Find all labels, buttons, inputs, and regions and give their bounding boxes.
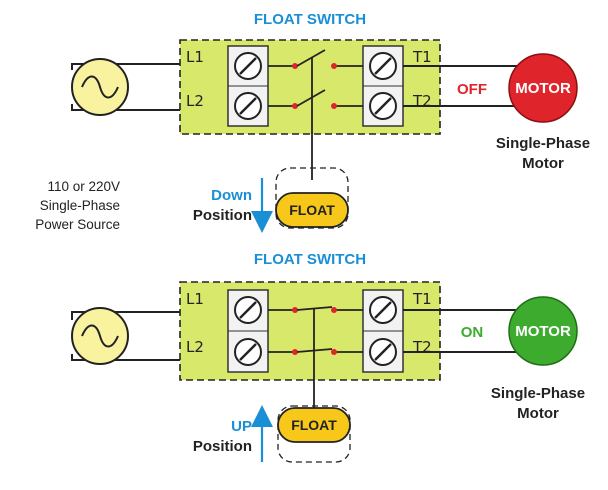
float-label: FLOAT	[289, 202, 335, 218]
float-icon: FLOAT	[275, 192, 349, 228]
state-label: ON	[461, 324, 484, 341]
source-line-1: 110 or 220V	[47, 179, 120, 194]
terminal-l1-label: L1	[186, 48, 204, 66]
contact-dot	[292, 349, 298, 355]
float-icon: FLOAT	[277, 407, 351, 443]
motor-desc-line-1: Single-Phase	[491, 385, 585, 402]
contact-dot	[292, 103, 298, 109]
terminal-l2-label: L2	[186, 92, 204, 110]
terminal-block-left	[227, 45, 269, 127]
motor-label: MOTOR	[515, 323, 571, 340]
float-travel-range	[277, 405, 351, 463]
source-wire-l2	[71, 354, 190, 361]
position-word: UP	[231, 418, 252, 435]
source-wire-l2	[71, 104, 190, 111]
source-line-3: Power Source	[35, 217, 120, 232]
motor-desc-line-2: Motor	[517, 405, 559, 422]
terminal-t2-label: T2	[412, 92, 432, 110]
terminal-block-left	[227, 289, 269, 373]
contact-dot	[331, 307, 337, 313]
motor-off-icon: MOTOR	[508, 53, 578, 123]
float-label: FLOAT	[291, 417, 337, 433]
source-line-2: Single-Phase	[40, 198, 120, 213]
source-wire-l1	[71, 63, 190, 70]
diagram-off: FLOAT SWITCH L1 L2 T1 T2	[71, 11, 590, 233]
terminal-l1-label: L1	[186, 290, 204, 308]
terminal-block-right	[362, 45, 404, 127]
open-contact-upper	[296, 49, 326, 67]
power-source-label: 110 or 220V Single-Phase Power Source	[35, 179, 120, 232]
contact-dot	[292, 307, 298, 313]
ac-source-icon	[71, 307, 129, 365]
contact-dot	[292, 63, 298, 69]
position-word: Down	[211, 187, 252, 204]
ac-source-icon	[71, 58, 129, 116]
diagram-on: FLOAT SWITCH L1 L2 T1 T2	[71, 251, 585, 463]
terminal-t2-label: T2	[412, 338, 432, 356]
diagram-title: FLOAT SWITCH	[254, 251, 366, 268]
source-wire-l1	[71, 311, 190, 320]
terminal-t1-label: T1	[412, 48, 432, 66]
contact-dot	[331, 103, 337, 109]
position-label: Position	[193, 438, 252, 455]
motor-on-icon: MOTOR	[508, 296, 578, 366]
motor-desc-line-2: Motor	[522, 155, 564, 172]
diagram-title: FLOAT SWITCH	[254, 11, 366, 28]
motor-desc-line-1: Single-Phase	[496, 135, 590, 152]
contact-dot	[331, 63, 337, 69]
open-contact-lower	[296, 89, 326, 107]
terminal-t1-label: T1	[412, 290, 432, 308]
position-label: Position	[193, 207, 252, 224]
terminal-l2-label: L2	[186, 338, 204, 356]
float-travel-range	[275, 167, 349, 229]
motor-label: MOTOR	[515, 80, 571, 97]
terminal-block-right	[362, 289, 404, 373]
contact-dot	[331, 349, 337, 355]
state-label: OFF	[457, 81, 487, 98]
